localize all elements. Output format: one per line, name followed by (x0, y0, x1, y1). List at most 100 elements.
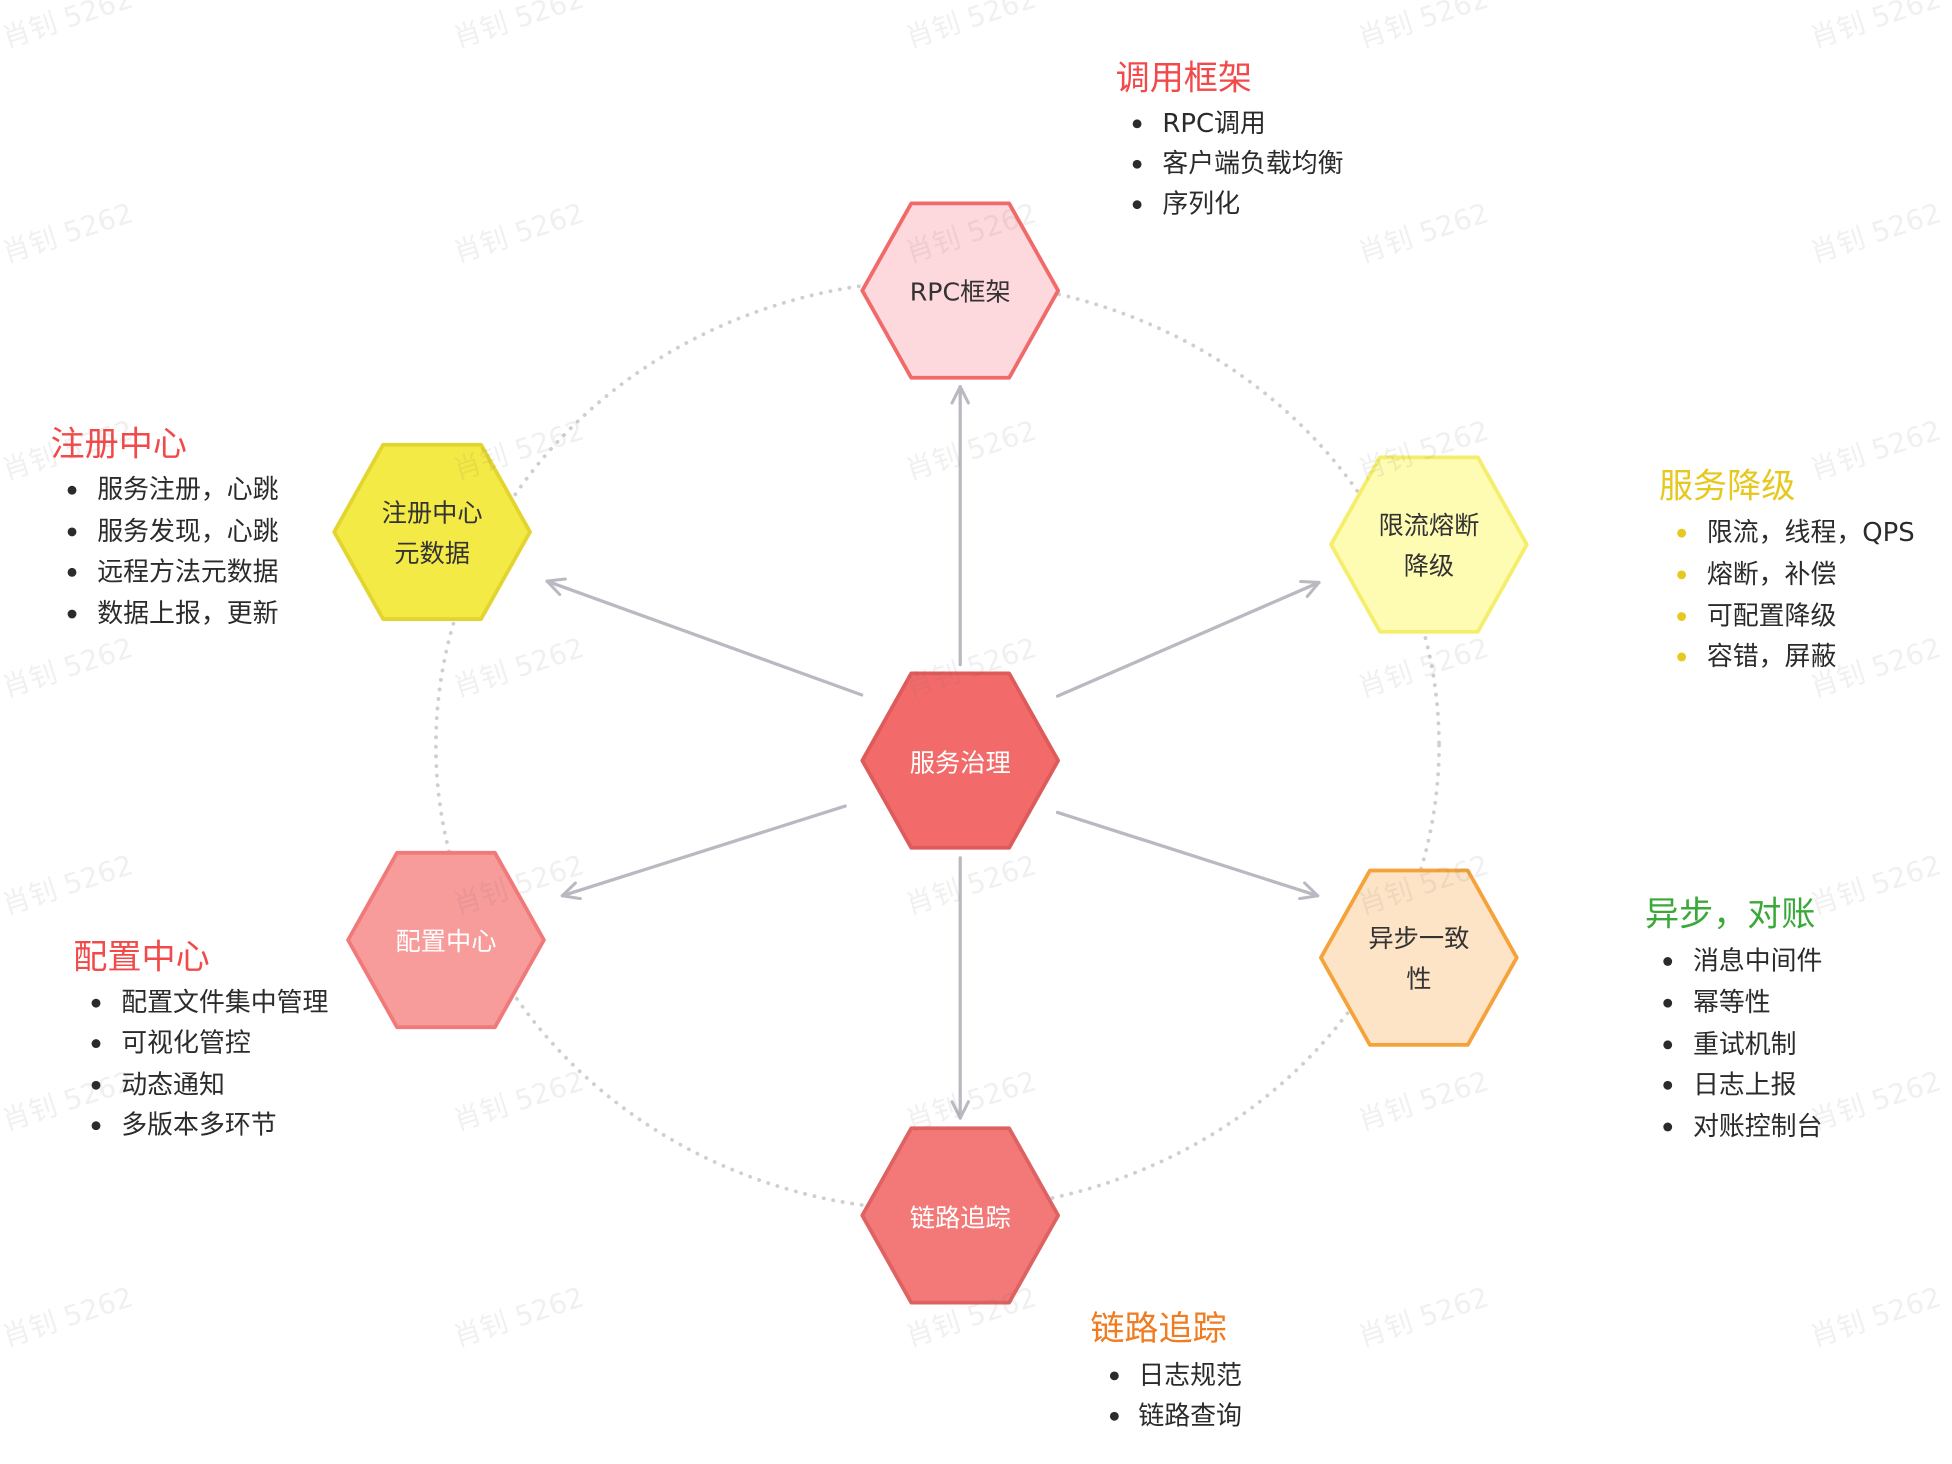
watermark-text: 肖钊 5262 (902, 0, 1041, 55)
arrow-to-config (560, 804, 847, 896)
note-item: 数据上报，更新 (97, 599, 278, 629)
node-label-line-1: 异步一致 (1368, 924, 1469, 953)
bullet-dot (91, 1039, 101, 1049)
bullet-dot (91, 998, 101, 1008)
bullet-dot (1109, 1371, 1119, 1381)
bullet-dot (67, 485, 77, 495)
note-item: 多版本多环节 (121, 1111, 276, 1141)
note-item: 服务发现，心跳 (97, 517, 278, 547)
node-degrade: 限流熔断 降级 (1329, 455, 1529, 634)
bullet-dot (1132, 200, 1142, 210)
node-center: 服务治理 (860, 671, 1061, 850)
note-config: 配置中心 配置文件集中管理 可视化管控 动态通知 多版本多环节 (73, 938, 328, 1141)
note-item: 序列化 (1162, 190, 1240, 220)
bullet-dot (1677, 652, 1687, 662)
note-registry: 注册中心 服务注册，心跳 服务发现，心跳 远程方法元数据 数据上报，更新 (51, 425, 279, 629)
node-label-line-1: 限流熔断 (1378, 511, 1479, 540)
note-item: RPC调用 (1162, 109, 1265, 139)
watermark-text: 肖钊 5262 (1806, 0, 1945, 55)
note-title: 调用框架 (1116, 58, 1252, 98)
note-item: 链路查询 (1138, 1401, 1242, 1431)
arrow-to-registry (545, 581, 864, 697)
hexagon (332, 442, 532, 621)
node-label: 链路追踪 (910, 1203, 1011, 1232)
center-label: 服务治理 (910, 749, 1011, 778)
watermark-text: 肖钊 5262 (1354, 0, 1493, 55)
hexagon (860, 671, 1061, 850)
note-async: 异步，对账 消息中间件 幂等性 重试机制 日志上报 对账控制台 (1645, 895, 1822, 1142)
watermark-text: 肖钊 5262 (1354, 1064, 1493, 1137)
bullet-dot (1677, 570, 1687, 580)
node-trace: 链路追踪 (860, 1126, 1061, 1305)
note-item: 限流，线程，QPS (1707, 518, 1915, 548)
note-item: 客户端负载均衡 (1162, 149, 1343, 179)
note-title: 异步，对账 (1645, 895, 1816, 935)
node-registry: 注册中心 元数据 (332, 442, 532, 621)
watermark-text: 肖钊 5262 (1354, 1280, 1493, 1353)
watermark-text: 肖钊 5262 (1806, 196, 1945, 269)
note-title: 注册中心 (51, 425, 187, 465)
watermark-text: 肖钊 5262 (0, 631, 137, 704)
watermark-text: 肖钊 5262 (1806, 1280, 1945, 1353)
node-label-line-1: 注册中心 (382, 498, 483, 527)
note-title: 链路追踪 (1090, 1309, 1226, 1349)
note-item: 服务注册，心跳 (97, 475, 278, 505)
note-item: 熔断，补偿 (1707, 560, 1836, 590)
watermark-text: 肖钊 5262 (902, 414, 1041, 487)
bullet-dot (1677, 528, 1687, 538)
node-label: RPC框架 (910, 277, 1011, 306)
note-item: 日志上报 (1693, 1070, 1797, 1100)
watermark-text: 肖钊 5262 (902, 848, 1041, 921)
hexagon (1319, 868, 1519, 1047)
note-item: 可视化管控 (121, 1029, 250, 1059)
bullet-dot (1109, 1411, 1119, 1421)
arrows (545, 384, 1321, 1120)
note-item: 可配置降级 (1707, 602, 1836, 632)
node-label-line-2: 性 (1406, 965, 1431, 994)
bullet-dot (1663, 1080, 1673, 1090)
bullet-dot (91, 1121, 101, 1131)
arrow-to-async (1055, 810, 1320, 895)
note-item: 对账控制台 (1693, 1112, 1822, 1142)
watermark-text: 肖钊 5262 (0, 1280, 137, 1353)
watermark-text: 肖钊 5262 (1354, 631, 1493, 704)
watermark-text: 肖钊 5262 (1806, 1064, 1945, 1137)
bullet-dot (1663, 1122, 1673, 1132)
note-item: 远程方法元数据 (97, 557, 278, 587)
arrow-to-degrade (1055, 582, 1321, 698)
note-trace: 链路追踪 日志规范 链路查询 (1090, 1309, 1242, 1431)
hexagon (1329, 455, 1529, 634)
node-async: 异步一致 性 (1319, 868, 1519, 1047)
watermark-text: 肖钊 5262 (449, 1280, 588, 1353)
bullet-dot (1663, 957, 1673, 966)
bullet-dot (67, 567, 77, 577)
bullet-dot (1677, 612, 1687, 621)
hexagon (860, 201, 1061, 380)
watermark-text: 肖钊 5262 (449, 1064, 588, 1137)
bullet-dot (1132, 119, 1142, 129)
hexagon (346, 850, 546, 1030)
watermark-text: 肖钊 5262 (1806, 414, 1945, 487)
watermark-text: 肖钊 5262 (0, 196, 137, 269)
note-item: 动态通知 (121, 1070, 225, 1100)
bullet-dot (1663, 1040, 1673, 1050)
watermark-text: 肖钊 5262 (449, 196, 588, 269)
watermark-text: 肖钊 5262 (0, 848, 137, 921)
hexagon (860, 1126, 1061, 1305)
node-label-line-2: 元数据 (394, 539, 470, 568)
watermark-text: 肖钊 5262 (0, 1064, 137, 1137)
bullet-dot (91, 1080, 101, 1090)
node-rpc: RPC框架 (860, 201, 1061, 380)
node-config: 配置中心 (346, 850, 546, 1030)
watermark-text: 肖钊 5262 (0, 0, 137, 55)
watermark-text: 肖钊 5262 (449, 0, 588, 55)
bullet-dot (67, 609, 77, 619)
note-degrade: 服务降级 限流，线程，QPS 熔断，补偿 可配置降级 容错，屏蔽 (1659, 466, 1915, 672)
watermark-text: 肖钊 5262 (1354, 196, 1493, 269)
node-label-line-2: 降级 (1404, 552, 1455, 581)
note-title: 服务降级 (1659, 466, 1795, 506)
note-title: 配置中心 (73, 938, 209, 978)
note-item: 消息中间件 (1693, 946, 1822, 976)
watermark-text: 肖钊 5262 (449, 631, 588, 704)
